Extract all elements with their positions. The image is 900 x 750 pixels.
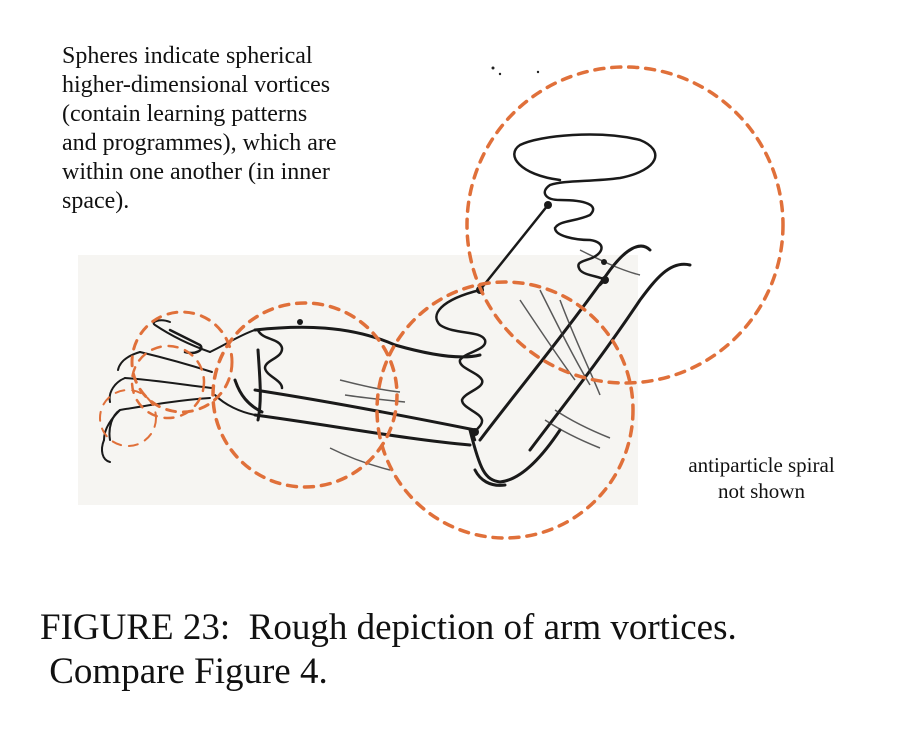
forearm-bones [233, 325, 482, 447]
antiparticle-note: antiparticle spiral not shown [654, 452, 869, 504]
annotation-line: within one another (in inner [62, 159, 330, 185]
annotation-line: higher-dimensional vortices [62, 72, 331, 98]
wrist-vortex-sphere [130, 310, 234, 414]
caption-line: FIGURE 23: Rough depiction of arm vortic… [40, 607, 737, 648]
forearm-vortex-sphere [211, 301, 399, 489]
spiral-node [544, 201, 552, 209]
annotation-line: (contain learning patterns [62, 101, 308, 127]
spiral-node [297, 319, 303, 325]
side-note-line: antiparticle spiral [688, 453, 835, 477]
hand-spiral [168, 328, 203, 355]
shoulder-vortex-sphere [465, 65, 785, 385]
forearm-spiral [256, 328, 284, 390]
spiral-node [601, 276, 609, 284]
elbow-spiral [435, 288, 487, 442]
spiral-node [471, 428, 479, 436]
caption-line: Compare Figure 4. [40, 651, 328, 692]
figure-caption: FIGURE 23: Rough depiction of arm vortic… [40, 606, 737, 694]
spiral-node [601, 259, 607, 265]
stray-marks [491, 66, 540, 76]
annotation-line: space). [62, 188, 130, 214]
side-note-line: not shown [718, 479, 805, 503]
annotation-line: Spheres indicate spherical [62, 43, 313, 69]
finger-vortex-sphere [99, 389, 157, 447]
elbow-joint [468, 428, 562, 487]
sketch-paper [78, 255, 638, 505]
sphere-annotation: Spheres indicate spherical higher-dimens… [62, 42, 337, 216]
elbow-vortex-sphere [375, 280, 635, 540]
humerus [478, 244, 692, 452]
palm-vortex-sphere [130, 344, 206, 420]
upper-spiral [513, 133, 657, 282]
vortex-spheres [99, 65, 785, 540]
annotation-line: and programmes), which are [62, 130, 337, 156]
